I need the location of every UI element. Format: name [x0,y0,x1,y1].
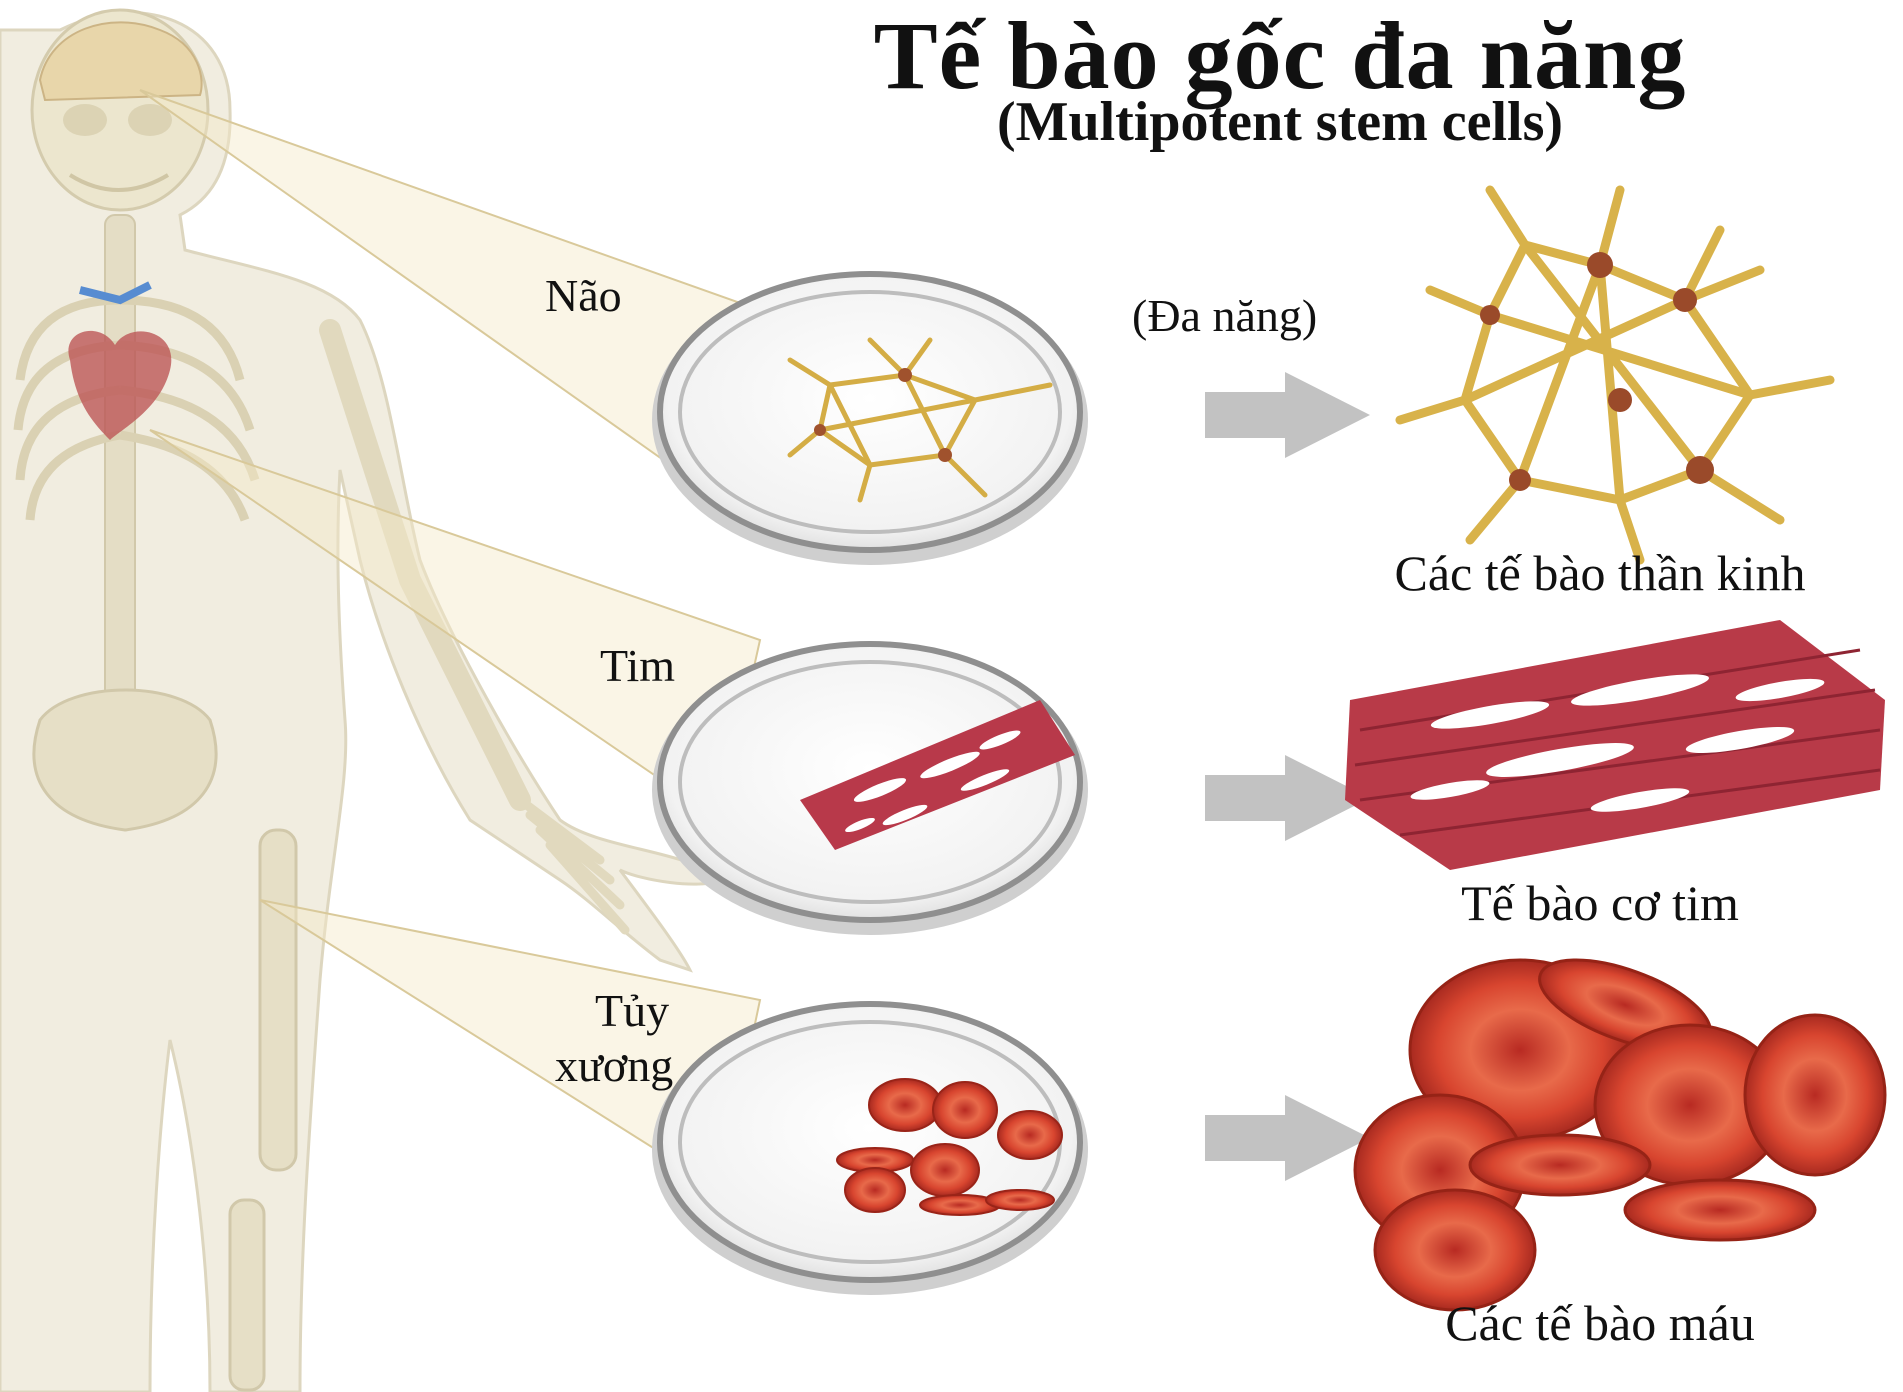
source-label-heart: Tim [600,640,675,693]
red-blood-cells-large [1355,941,1885,1310]
page-subtitle: (Multipotent stem cells) [700,92,1860,154]
neuron-network-large [1400,190,1830,560]
source-label-brain: Não [545,270,622,323]
result-label-cardiac: Tế bào cơ tim [1300,875,1900,933]
source-label-bone-marrow-line2: xương [555,1040,673,1093]
result-label-blood: Các tế bào máu [1300,1295,1900,1353]
potency-note: (Đa năng) [1132,290,1317,343]
arrow-neuron [1205,372,1370,458]
cardiac-muscle-large [1345,620,1885,870]
arrow-blood [1205,1095,1370,1181]
result-label-neurons: Các tế bào thần kinh [1300,545,1900,603]
source-label-bone-marrow-line1: Tủy [595,985,669,1038]
